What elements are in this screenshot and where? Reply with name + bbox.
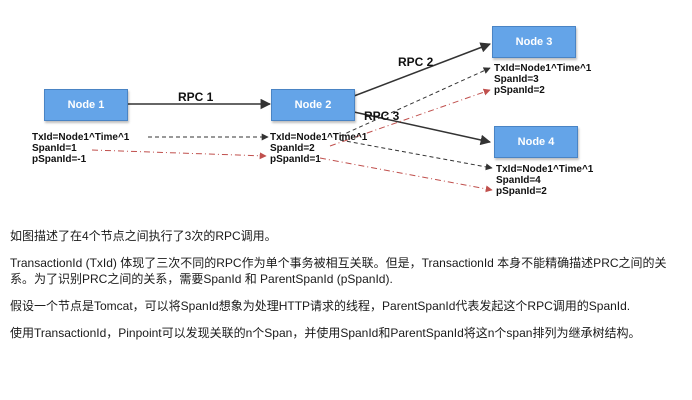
description-text: 如图描述了在4个节点之间执行了3次的RPC调用。 TransactionId (…	[10, 228, 678, 352]
paragraph-2: TransactionId (TxId) 体现了三次不同的RPC作为单个事务被相…	[10, 256, 667, 286]
dash-red-2-3	[329, 88, 491, 147]
rpc3-arrow	[353, 111, 492, 146]
node-4-txid: TxId=Node1^Time^1	[496, 164, 594, 175]
rpc-diagram: Node 1 Node 2 Node 3 Node 4 RPC 1 RPC 2 …	[32, 26, 593, 197]
node-1-spanid: SpanId=1	[32, 143, 77, 154]
node-1-txid: TxId=Node1^Time^1	[32, 132, 130, 143]
paragraph-4: 使用TransactionId，Pinpoint可以发现关联的n个Span，并使…	[10, 326, 641, 340]
node-2-spanid: SpanId=2	[270, 143, 315, 154]
node-1-pspanid: pSpanId=-1	[32, 154, 87, 165]
node-2-txid: TxId=Node1^Time^1	[270, 132, 368, 143]
dash-red-2-4	[319, 157, 493, 193]
node-1-label: Node 1	[67, 99, 105, 111]
node-2-label: Node 2	[294, 99, 332, 111]
rpc-2-label: RPC 2	[398, 55, 434, 69]
node-1-box: Node 1	[44, 89, 128, 121]
diagram-arrows	[91, 42, 493, 193]
dash-red-1-2	[91, 149, 267, 160]
rpc2-arrow	[353, 42, 491, 97]
node-4-pspanid: pSpanId=2	[496, 186, 547, 197]
paragraph-1: 如图描述了在4个节点之间执行了3次的RPC调用。	[10, 229, 277, 243]
node-4-spanid: SpanId=4	[496, 175, 541, 186]
node-3-pspanid: pSpanId=2	[494, 85, 545, 96]
rpc-1-label: RPC 1	[178, 90, 214, 104]
node-4-box: Node 4	[494, 126, 578, 158]
node-4-meta: TxId=Node1^Time^1 SpanId=4 pSpanId=2	[496, 164, 593, 197]
node-2-meta: TxId=Node1^Time^1 SpanId=2 pSpanId=1	[270, 132, 367, 165]
node-3-box: Node 3	[492, 26, 576, 58]
dash-2-4	[339, 139, 493, 171]
node-2-pspanid: pSpanId=1	[270, 154, 321, 165]
node-1-meta: TxId=Node1^Time^1 SpanId=1 pSpanId=-1	[32, 132, 129, 165]
node-2-box: Node 2	[271, 89, 355, 121]
node-3-meta: TxId=Node1^Time^1 SpanId=3 pSpanId=2	[494, 63, 591, 96]
rpc-3-label: RPC 3	[364, 109, 400, 123]
node-3-label: Node 3	[515, 36, 553, 48]
paragraph-3: 假设一个节点是Tomcat，可以将SpanId想象为处理HTTP请求的线程，Pa…	[10, 299, 631, 313]
node-3-txid: TxId=Node1^Time^1	[494, 63, 592, 74]
node-3-spanid: SpanId=3	[494, 74, 539, 85]
node-4-label: Node 4	[517, 136, 555, 148]
